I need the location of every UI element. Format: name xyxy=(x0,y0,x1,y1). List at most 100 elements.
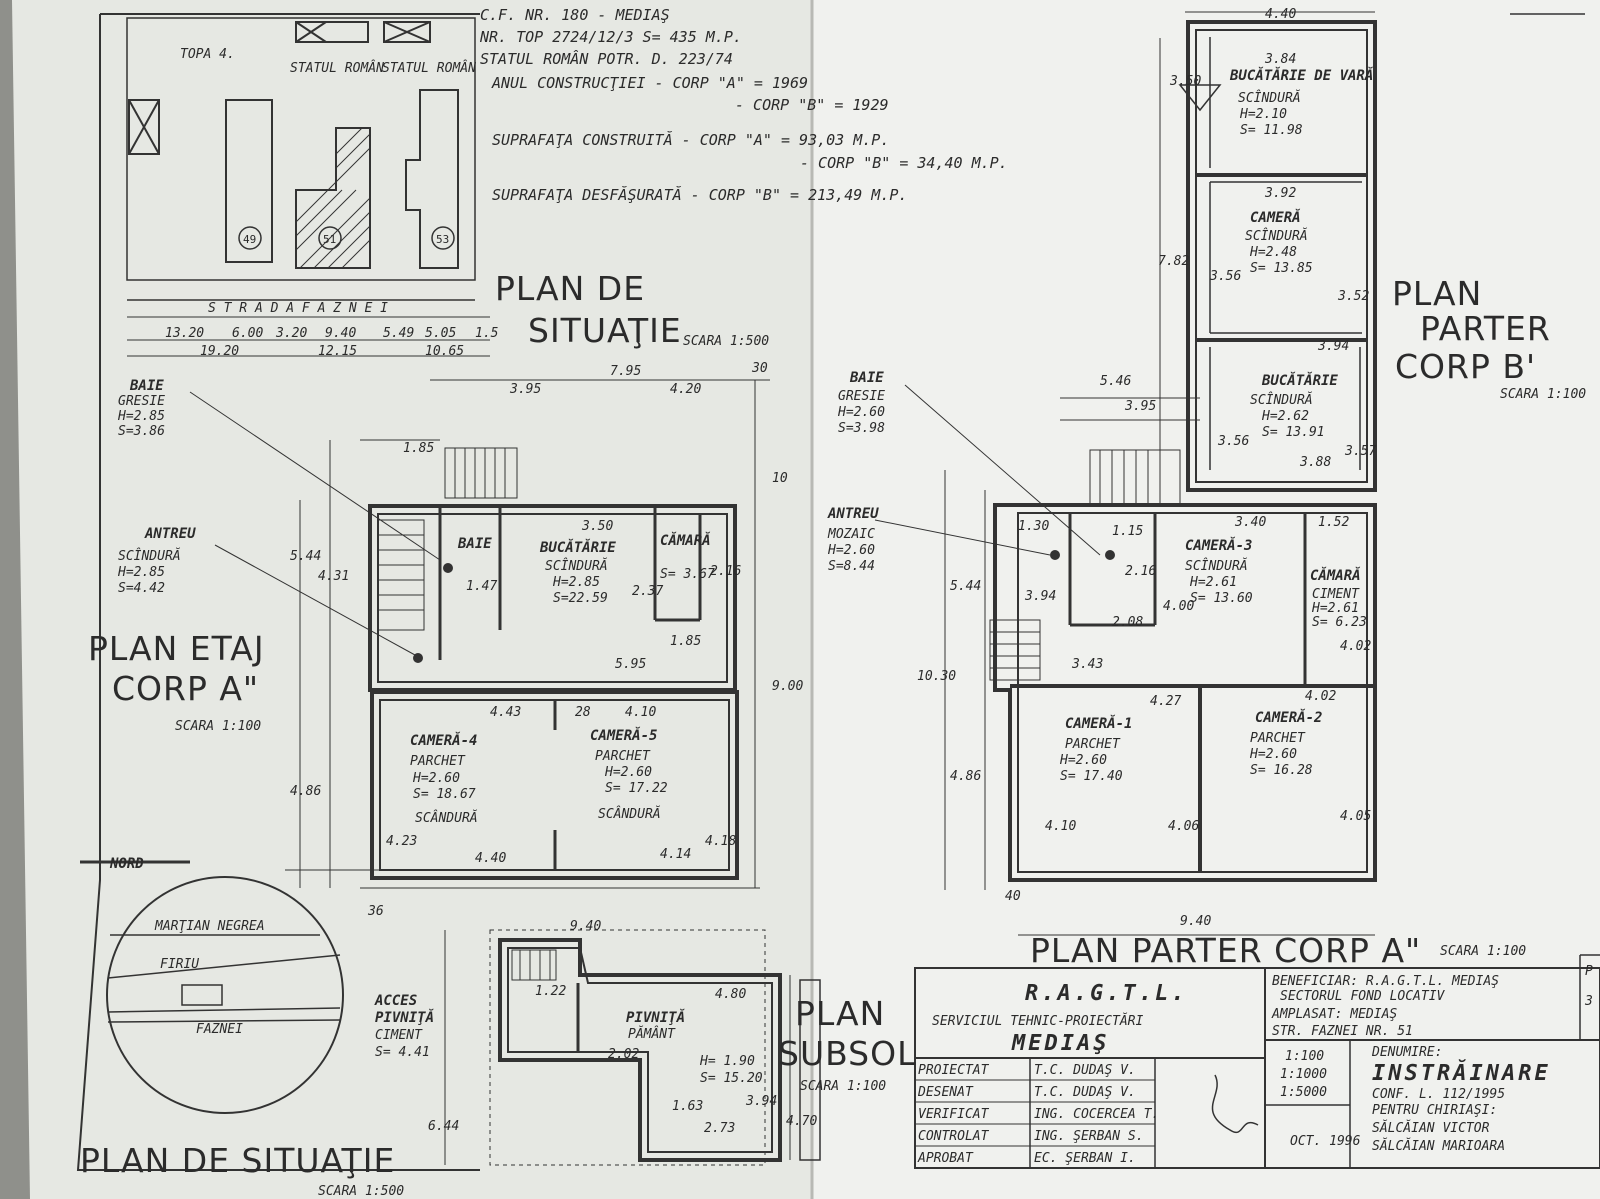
subsol-title-1: PLAN xyxy=(795,994,885,1033)
parter-a-baie: BAIE xyxy=(849,370,884,386)
parter-b-dim: 3.56 xyxy=(1209,269,1241,284)
parter-b-bucatarie-top: BUCĂTĂRIE DE VARĂ xyxy=(1229,67,1374,84)
tb-name-5: EC. ŞERBAN I. xyxy=(1034,1151,1136,1166)
locator-label-2: FIRIU xyxy=(160,957,199,972)
etaj-dim: 9.00 xyxy=(772,679,803,694)
parter-b-dim: 3.56 xyxy=(1217,434,1249,449)
site-dim: 6.00 xyxy=(232,326,263,341)
parter-a-camara-s: S= 6.23 xyxy=(1312,615,1367,630)
etaj-camera5-floor: PARCHET xyxy=(595,749,651,764)
cadastral-line-5: - CORP "B" = 1929 xyxy=(735,96,889,114)
etaj-dim: 36 xyxy=(367,904,384,919)
etaj-dim: 7.95 xyxy=(610,364,641,379)
site-dim: 1.5 xyxy=(475,326,499,341)
parter-a-dim: 4.02 xyxy=(1305,689,1336,704)
site-dim: 9.40 xyxy=(325,326,356,341)
cadastral-line-6: SUPRAFAŢA CONSTRUITĂ - CORP "A" = 93,03 … xyxy=(492,130,889,149)
parter-a-camara-floor: CIMENT xyxy=(1312,587,1360,602)
site-dim: 5.49 xyxy=(383,326,414,341)
etaj-camera4-note: SCÂNDURĂ xyxy=(415,810,478,826)
lot-number-49: 49 xyxy=(243,233,256,246)
etaj-camera4-s: S= 18.67 xyxy=(413,787,476,802)
parter-a-dim: 3.40 xyxy=(1234,515,1266,530)
cadastral-line-2: NR. TOP 2724/12/3 S= 435 M.P. xyxy=(479,28,742,46)
parter-a-dim: 3.94 xyxy=(1024,589,1056,604)
tb-corner: P xyxy=(1585,964,1593,979)
etaj-camara-s: S= 3.67 xyxy=(660,567,715,582)
parter-a-dim: 5.44 xyxy=(950,579,981,594)
subsol-dim: 4.80 xyxy=(715,987,746,1002)
parter-a-dim: 1.30 xyxy=(1018,519,1049,534)
parter-b-scale: SCARA 1:100 xyxy=(1500,387,1586,402)
tb-instrainare: INSTRĂINARE xyxy=(1372,1060,1551,1086)
etaj-dim: 28 xyxy=(575,705,591,720)
right-page xyxy=(812,0,1600,1199)
parter-a-camera3-floor: SCÎNDURĂ xyxy=(1185,558,1248,574)
parter-a-dim: 4.06 xyxy=(1168,819,1199,834)
site-dim: 19.20 xyxy=(200,344,239,359)
subsol-dim: 1.22 xyxy=(535,984,566,999)
parter-a-baie-s: S=3.98 xyxy=(838,421,885,436)
site-plan-scale: SCARA 1:500 xyxy=(683,334,769,349)
etaj-dim: 4.23 xyxy=(386,834,417,849)
cadastral-line-3: STATUL ROMÂN POTR. D. 223/74 xyxy=(480,49,733,68)
etaj-dim: 4.10 xyxy=(625,705,656,720)
tb-role-2: DESENAT xyxy=(917,1085,974,1100)
tb-str: STR. FAZNEI NR. 51 xyxy=(1272,1024,1413,1039)
subsol-title-2: SUBSOL xyxy=(778,1034,916,1073)
parter-a-antreu-s: S=8.44 xyxy=(828,559,875,574)
parter-b-camera: CAMERĂ xyxy=(1250,209,1301,226)
parter-a-antreu-floor: MOZAIC xyxy=(827,527,875,542)
etaj-bucatarie-label: BUCĂTĂRIE xyxy=(539,539,616,556)
parter-a-camera2-h: H=2.60 xyxy=(1249,747,1297,762)
parter-b-bucatarie-top-floor: SCÎNDURĂ xyxy=(1238,90,1301,106)
locator-label-3: FAZNEI xyxy=(196,1022,243,1037)
etaj-title-2: CORP A" xyxy=(112,669,259,708)
subsol-dim: 6.44 xyxy=(428,1119,459,1134)
subsol-dim: 2.73 xyxy=(704,1121,735,1136)
owner-label-2: STATUL ROMÂN xyxy=(382,60,476,76)
parter-a-title: PLAN PARTER CORP A" xyxy=(1030,931,1421,970)
etaj-antreu-floor: SCÎNDURĂ xyxy=(118,548,181,564)
etaj-dim: 1.47 xyxy=(466,579,497,594)
parter-a-dim: 4.00 xyxy=(1163,599,1194,614)
parter-a-dim: 4.05 xyxy=(1340,809,1371,824)
parter-a-camera1-s: S= 17.40 xyxy=(1060,769,1123,784)
etaj-dim: 5.44 xyxy=(290,549,321,564)
etaj-baie-label: BAIE xyxy=(129,378,164,394)
tb-name-1: T.C. DUDAŞ V. xyxy=(1034,1063,1136,1078)
street-label: S T R A D A F A Z N E I xyxy=(208,301,388,316)
etaj-scale: SCARA 1:100 xyxy=(175,719,261,734)
etaj-dim: 4.31 xyxy=(318,569,349,584)
etaj-bucatarie-h: H=2.85 xyxy=(552,575,600,590)
etaj-camera4-label: CAMERĂ-4 xyxy=(410,732,477,749)
parter-b-dim: 3.94 xyxy=(1317,339,1349,354)
lot-number-51: 51 xyxy=(323,233,336,246)
parter-b-dim: 3.57 xyxy=(1344,444,1376,459)
site-dim: 5.05 xyxy=(425,326,456,341)
parter-a-dim: 4.10 xyxy=(1045,819,1076,834)
tb-role-5: APROBAT xyxy=(917,1151,974,1166)
tb-role-4: CONTROLAT xyxy=(918,1129,990,1144)
cadastral-line-7: - CORP "B" = 34,40 M.P. xyxy=(800,154,1008,172)
topa-label: TOPA 4. xyxy=(180,47,235,62)
site-plan-title-1: PLAN DE xyxy=(495,269,645,308)
parter-a-dim: 1.15 xyxy=(1112,524,1143,539)
etaj-camera5-note: SCÂNDURĂ xyxy=(598,806,661,822)
subsol-dim: 1.63 xyxy=(672,1099,703,1114)
etaj-dim: 30 xyxy=(751,361,768,376)
parter-b-dim: 3.84 xyxy=(1264,52,1296,67)
parter-a-camera3-h: H=2.61 xyxy=(1189,575,1237,590)
etaj-baie-room: BAIE xyxy=(457,536,492,552)
parter-a-dim: 40 xyxy=(1005,889,1021,904)
parter-b-title-2: PARTER xyxy=(1420,309,1551,348)
parter-b-dim: 3.92 xyxy=(1264,186,1296,201)
etaj-bucatarie-s: S=22.59 xyxy=(553,591,608,606)
parter-a-dim: 4.02 xyxy=(1340,639,1371,654)
etaj-camara-label: CĂMARĂ xyxy=(660,532,711,549)
parter-b-camera-h: H=2.48 xyxy=(1249,245,1297,260)
subsol-pivnita-floor: PĂMÂNT xyxy=(628,1026,676,1042)
etaj-dim: 3.95 xyxy=(509,382,541,397)
parter-a-baie-floor: GRESIE xyxy=(838,389,885,404)
